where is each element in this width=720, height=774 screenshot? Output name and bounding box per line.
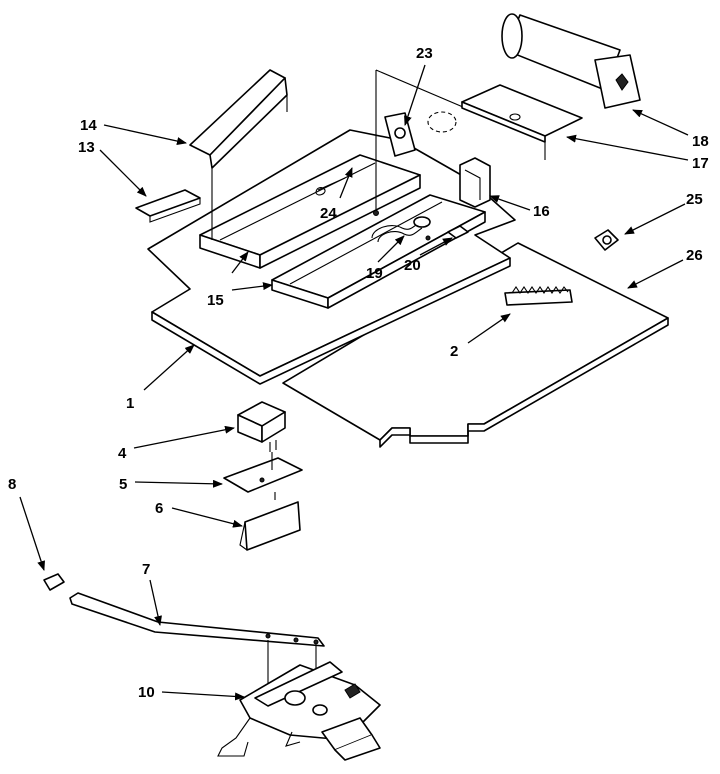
callout-25: 25 (686, 191, 703, 208)
leader-18 (632, 109, 689, 136)
leader-17 (566, 134, 689, 161)
part-17-mounting-plate (461, 84, 583, 160)
leader-14 (103, 124, 187, 145)
leader-19 (377, 235, 405, 263)
callout-1: 1 (126, 395, 134, 412)
callout-8: 8 (8, 476, 16, 493)
part-5-insulator-plate (223, 452, 303, 500)
callout-6: 6 (155, 500, 163, 517)
part-24-orifice (315, 177, 379, 216)
callout-20: 20 (404, 257, 421, 274)
leader-26 (627, 259, 684, 289)
callout-13: 13 (78, 139, 95, 156)
callout-26: 26 (686, 247, 703, 264)
part-6-mounting-bracket (239, 501, 301, 551)
part-18-motor (501, 13, 641, 109)
part-14-channel (189, 69, 288, 240)
callout-labels: 14 13 15 1 23 24 19 20 16 18 17 25 26 2 … (8, 45, 709, 701)
leader-4 (133, 425, 235, 449)
part-8-knob-tip (43, 573, 65, 591)
part-4-switch (237, 401, 286, 452)
callout-4: 4 (118, 445, 127, 462)
part-25-clamp (594, 229, 619, 251)
callout-5: 5 (119, 476, 127, 493)
callout-18: 18 (692, 133, 709, 150)
leader-15-a (231, 251, 249, 274)
leader-5 (134, 479, 223, 488)
callout-2: 2 (450, 343, 458, 360)
leader-24 (339, 167, 353, 199)
callout-7: 7 (142, 561, 150, 578)
part-16-bracket (459, 157, 491, 208)
leader-16 (489, 195, 531, 211)
callout-15: 15 (207, 292, 224, 309)
callout-23: 23 (416, 45, 433, 62)
callout-24: 24 (320, 205, 337, 222)
leader-1 (143, 344, 195, 391)
part-19-gas-tube (371, 216, 431, 243)
part-2-terminal-block (504, 286, 573, 306)
part-13-spacer (135, 189, 201, 223)
leader-2 (467, 313, 511, 344)
callout-17: 17 (692, 155, 709, 172)
leader-7 (149, 579, 162, 626)
leader-25 (624, 203, 686, 235)
callout-14: 14 (80, 117, 97, 134)
part-7-control-rod (69, 592, 325, 690)
leader-8 (19, 496, 45, 571)
leader-20 (419, 237, 453, 256)
leader-lines (19, 64, 689, 701)
callout-16: 16 (533, 203, 550, 220)
part-10-valve-assembly (217, 661, 381, 761)
callout-19: 19 (366, 265, 383, 282)
leader-10 (161, 691, 245, 701)
callout-10: 10 (138, 684, 155, 701)
leader-13 (99, 149, 147, 197)
leader-6 (171, 507, 243, 528)
leader-23 (404, 64, 426, 126)
leader-15-b (231, 282, 273, 291)
part-15-burner-channel-lower (271, 194, 486, 309)
part-26-cooktop-panel-right (282, 242, 669, 448)
part-15-burner-channel-upper (199, 154, 421, 269)
part-20-clip (425, 225, 469, 241)
